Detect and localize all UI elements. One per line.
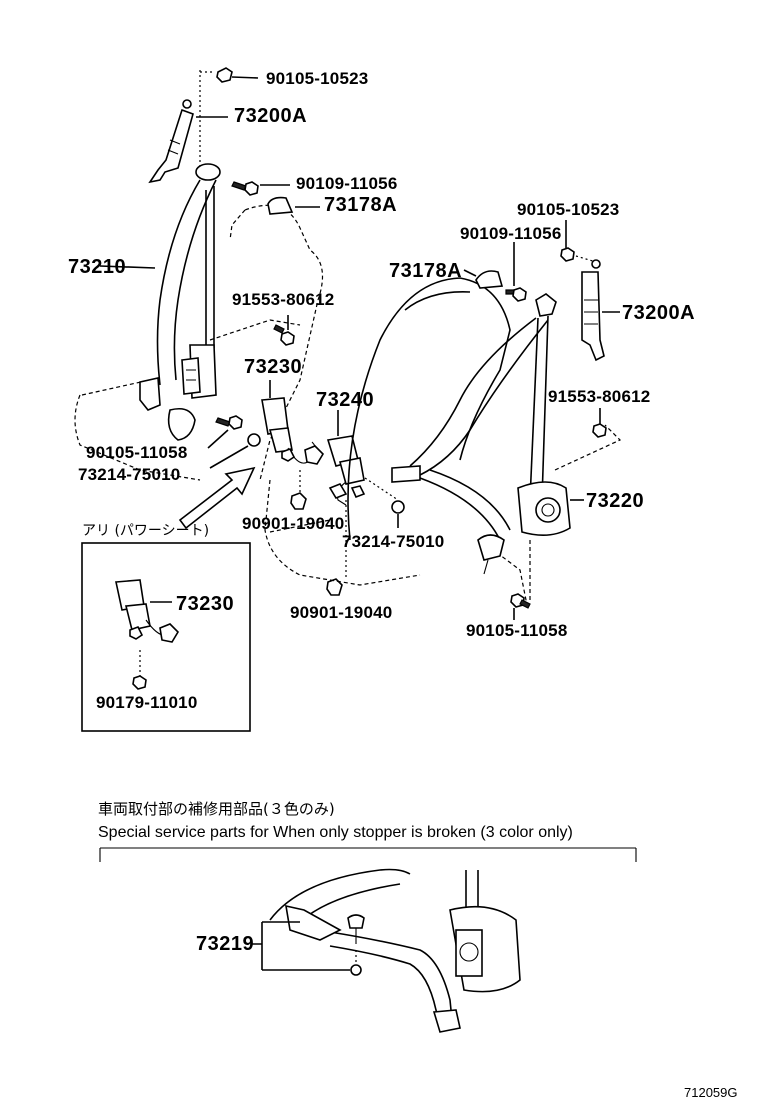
label-90109-11056-left: 90109-11056	[296, 174, 398, 193]
label-73230-inset: 73230	[176, 593, 235, 615]
buckle-73240	[326, 410, 399, 506]
inset-title: アリ (パワーシート)	[82, 523, 210, 539]
direction-arrow	[178, 466, 256, 530]
label-90901-19040-left: 90901-19040	[242, 514, 345, 533]
label-90109-11056-right: 90109-11056	[460, 224, 562, 243]
label-73219: 73219	[196, 933, 255, 955]
label-73200A-right: 73200A	[622, 302, 696, 324]
label-73178A-right: 73178A	[389, 260, 463, 282]
buckle-73230-left	[261, 380, 325, 465]
belt-retractor-73220	[391, 293, 622, 600]
inset-power-seat	[81, 542, 251, 732]
seat-outline-right	[264, 277, 529, 611]
service-note-english: Special service parts for When only stop…	[98, 824, 573, 841]
label-91553-80612-left: 91553-80612	[232, 290, 335, 309]
label-90105-11058-right: 90105-11058	[466, 621, 568, 640]
bolt-91553-80612-left	[273, 315, 295, 346]
label-90901-19040-lower: 90901-19040	[290, 603, 393, 622]
label-73214-75010-center: 73214-75010	[342, 532, 445, 551]
bolt-90109-11056-right	[505, 242, 527, 302]
washer-73214-75010-left	[209, 433, 261, 469]
service-parts-section	[99, 847, 637, 1033]
label-90179-11010: 90179-11010	[96, 693, 198, 712]
bolt-90109-11056-left	[231, 181, 290, 196]
label-73210: 73210	[68, 256, 127, 278]
bolt-91553-80612-right	[592, 408, 607, 438]
bolt-90105-10523-right	[560, 220, 597, 263]
label-90105-10523-left: 90105-10523	[266, 69, 369, 88]
label-73230-left: 73230	[244, 356, 303, 378]
label-73178A-left: 73178A	[324, 194, 398, 216]
clip-90901-19040-lower	[326, 500, 347, 596]
adjuster-73200A-right	[581, 259, 620, 362]
cover-73178A-right	[463, 269, 504, 289]
bolt-90105-11058-right	[510, 593, 531, 620]
belt-retractor-73210	[99, 163, 221, 441]
bolt-90105-10523-left	[199, 67, 259, 180]
label-73200A-left: 73200A	[234, 105, 308, 127]
label-90105-11058-left: 90105-11058	[86, 443, 188, 462]
clip-90901-19040-left	[290, 470, 307, 510]
label-73220: 73220	[586, 490, 645, 512]
label-91553-80612-right: 91553-80612	[548, 387, 651, 406]
label-73240: 73240	[316, 389, 375, 411]
label-73214-75010-left: 73214-75010	[78, 465, 181, 484]
service-note-japanese: 車両取付部の補修用部品(３色のみ)	[98, 800, 335, 818]
cover-73178A-left	[267, 196, 320, 215]
figure-code: 712059G	[684, 1085, 738, 1100]
washer-73214-75010-center	[391, 500, 405, 528]
adjuster-73200A-left	[148, 99, 228, 184]
label-90105-10523-right: 90105-10523	[517, 200, 620, 219]
bolt-90105-11058-left	[207, 415, 243, 449]
